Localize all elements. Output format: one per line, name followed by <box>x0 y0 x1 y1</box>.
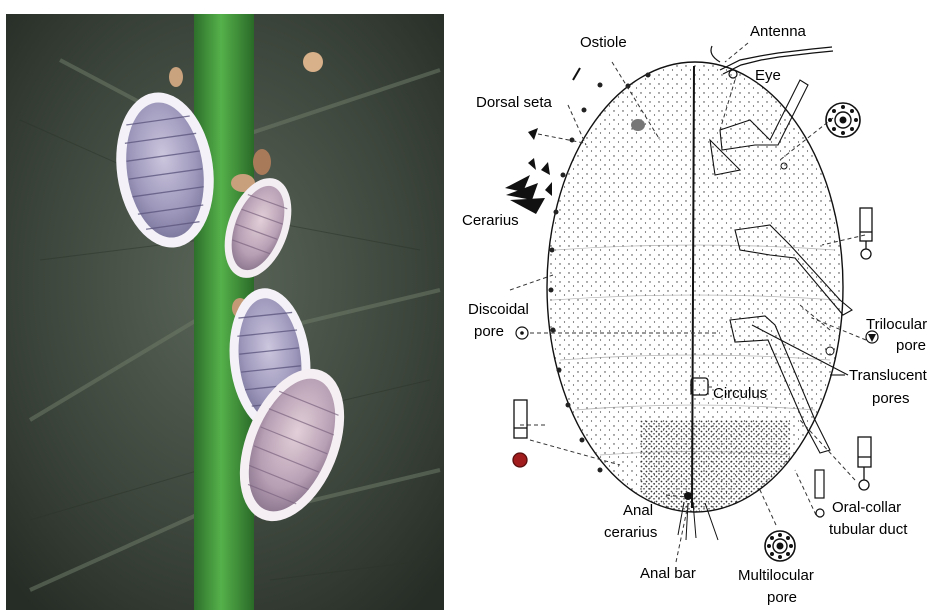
mealybug-photo <box>6 14 444 610</box>
label-translucent-pores-line2: pores <box>872 390 910 407</box>
label-eye: Eye <box>755 67 781 84</box>
label-anal-cerarius-line1: Anal <box>623 502 653 519</box>
label-multilocular-pore-line1: Multilocular <box>738 567 814 584</box>
anal-ring <box>684 492 692 500</box>
tubular-duct-detail <box>858 437 871 490</box>
label-antenna: Antenna <box>750 23 806 40</box>
egg-sac <box>253 149 271 175</box>
oral-collar-duct-detail <box>815 470 824 517</box>
ostiole-mark <box>631 119 645 131</box>
body-stipple <box>540 55 850 530</box>
egg-sac <box>303 52 323 72</box>
cerarius-detail <box>505 128 552 214</box>
multilocular-pore-detail <box>765 531 795 561</box>
dorsal-seta-mark <box>573 68 580 80</box>
label-translucent-pores-line1: Translucent <box>849 367 927 384</box>
label-oral-collar-line1: Oral-collar <box>832 499 901 516</box>
egg-sac <box>169 67 183 87</box>
label-discoidal-pore-line2: pore <box>474 323 504 340</box>
label-oral-collar-line2: tubular duct <box>829 521 907 538</box>
mealybug-morphology-diagram <box>505 43 878 562</box>
label-cerarius: Cerarius <box>462 212 519 229</box>
label-discoidal-pore-line1: Discoidal <box>468 301 529 318</box>
label-trilocular-pore-line2: pore <box>896 337 926 354</box>
multilocular-pore-detail <box>826 103 860 137</box>
label-anal-cerarius-line2: cerarius <box>604 524 657 541</box>
label-trilocular-pore-line1: Trilocular <box>866 316 927 333</box>
tubular-duct-detail <box>860 208 872 259</box>
discoidal-pore-detail <box>516 327 528 339</box>
label-anal-bar: Anal bar <box>640 565 696 582</box>
label-dorsal-seta: Dorsal seta <box>476 94 552 111</box>
label-ostiole: Ostiole <box>580 34 627 51</box>
tubular-duct-detail <box>513 400 527 467</box>
label-multilocular-pore-line2: pore <box>767 589 797 606</box>
label-circulus: Circulus <box>713 385 767 402</box>
